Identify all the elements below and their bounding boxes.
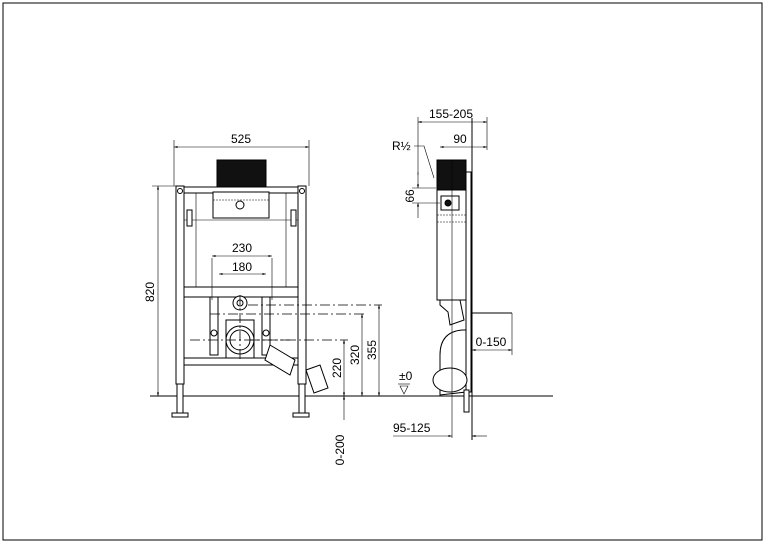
front-view: 525 820 230 180 355 320 220 0-200 [143,132,382,465]
dim-66: 66 [403,189,417,203]
flush-cistern-top [216,159,267,189]
dim-355: 355 [365,340,379,360]
dim-depth-range: 155-205 [429,107,473,121]
side-view: 155-205 90 R½ 66 0-150 ±0 95-125 [392,107,513,440]
dim-height: 820 [143,282,157,302]
dim-320: 320 [348,345,362,365]
dim-220: 220 [330,358,344,378]
thread-label: R½ [392,139,411,153]
dim-offset-range: 0-150 [476,335,507,349]
dim-drain-depth: 0-200 [333,434,347,465]
dim-drain-offset: 95-125 [393,421,431,435]
dim-width: 525 [231,132,251,146]
dim-inner-spacing: 180 [232,260,252,274]
dim-outer-spacing: 230 [232,241,252,255]
dim-depth-90: 90 [453,132,467,146]
floor-level-label: ±0 [399,369,413,383]
